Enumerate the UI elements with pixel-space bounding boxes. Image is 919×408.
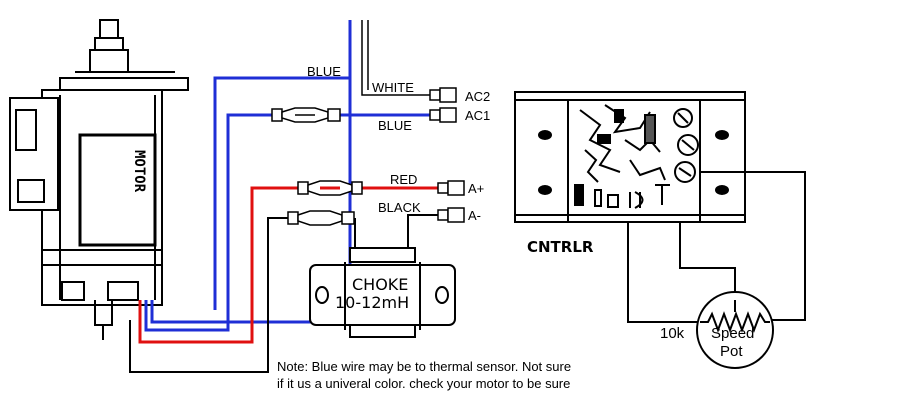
choke xyxy=(309,247,456,338)
terminal-label-aminus: A- xyxy=(468,208,481,223)
terminal-ac1 xyxy=(429,107,457,123)
note-line-2: if it us a univeral color. check your mo… xyxy=(277,376,570,391)
wire-label-white: WHITE xyxy=(372,80,414,95)
choke-label-name: CHOKE xyxy=(352,275,408,294)
terminal-aminus xyxy=(437,207,465,223)
speed-pot xyxy=(696,291,774,369)
terminal-label-ac2: AC2 xyxy=(465,89,490,104)
pot-wiring xyxy=(627,171,806,323)
terminal-ac2 xyxy=(429,87,457,103)
choke-label-value: 10-12mH xyxy=(335,293,409,312)
terminal-label-ac1: AC1 xyxy=(465,108,490,123)
pot-value-label: 10k xyxy=(660,325,685,342)
terminal-aplus xyxy=(437,180,465,196)
pot-label-speed: Speed xyxy=(711,325,754,342)
blue-wire-ac-top xyxy=(213,76,350,310)
pot-label-pot: Pot xyxy=(720,343,743,360)
wire-label-blue-top: BLUE xyxy=(307,64,341,79)
wire-label-blue-lower: BLUE xyxy=(378,118,412,133)
blue-wire-ac1 xyxy=(144,113,430,332)
terminal-label-aplus: A+ xyxy=(468,181,484,196)
wire-label-red: RED xyxy=(390,172,417,187)
controller-circuitry xyxy=(574,104,670,209)
inline-fuse-blue xyxy=(271,107,341,123)
controller-label: CNTRLR xyxy=(527,238,594,256)
wire-label-black: BLACK xyxy=(378,200,421,215)
inline-connector-black xyxy=(287,210,355,226)
note-line-1: Note: Blue wire may be to thermal sensor… xyxy=(277,359,571,374)
black-wire xyxy=(129,214,440,373)
motor xyxy=(9,19,189,340)
inline-connector-red xyxy=(297,180,363,196)
motor-label: MOTOR xyxy=(131,150,147,193)
red-wire xyxy=(138,186,440,344)
white-wire xyxy=(361,20,430,96)
